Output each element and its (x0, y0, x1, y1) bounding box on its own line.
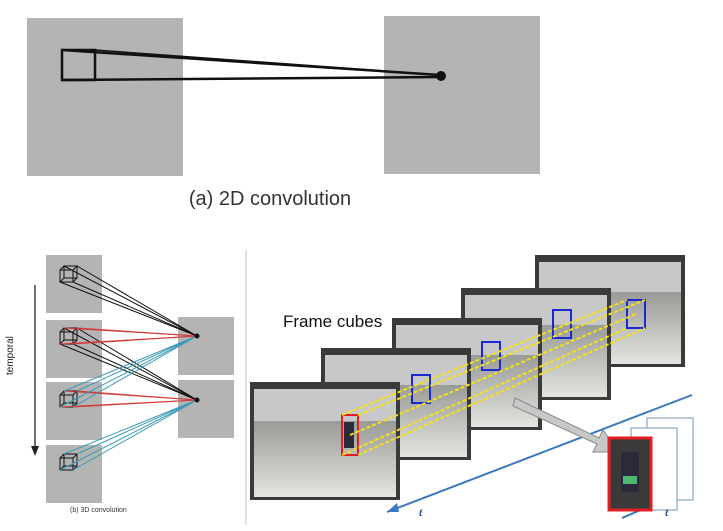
input-frame-1 (46, 255, 102, 313)
temporal-arrowhead (31, 446, 39, 456)
frame-cubes-canvas (247, 250, 699, 525)
frame-cubes-title: Frame cubes (283, 312, 382, 332)
caption-2d: (a) 2D convolution (0, 188, 540, 211)
output-feature-map (384, 16, 540, 174)
panel-3d-convolution: temporal (b) 3D convolution (0, 250, 247, 525)
output-point-2 (195, 398, 200, 403)
caption-3d: (b) 3D convolution (70, 507, 127, 514)
panel-frame-cubes: Frame cubes t t (247, 250, 699, 525)
output-point-1 (195, 334, 200, 339)
time-axis-1-arrowhead (387, 503, 399, 512)
output-point (436, 71, 446, 81)
extracted-cube (609, 418, 693, 510)
panel-2d-convolution: (a) 2D convolution (0, 0, 723, 230)
output-frame-1 (178, 317, 234, 375)
time-label-1: t (419, 505, 422, 520)
time-label-2: t (665, 505, 668, 520)
diagram-3d-canvas (0, 250, 245, 525)
temporal-axis-label: temporal (5, 336, 16, 375)
input-feature-map (27, 18, 183, 176)
output-frame-2 (178, 380, 234, 438)
